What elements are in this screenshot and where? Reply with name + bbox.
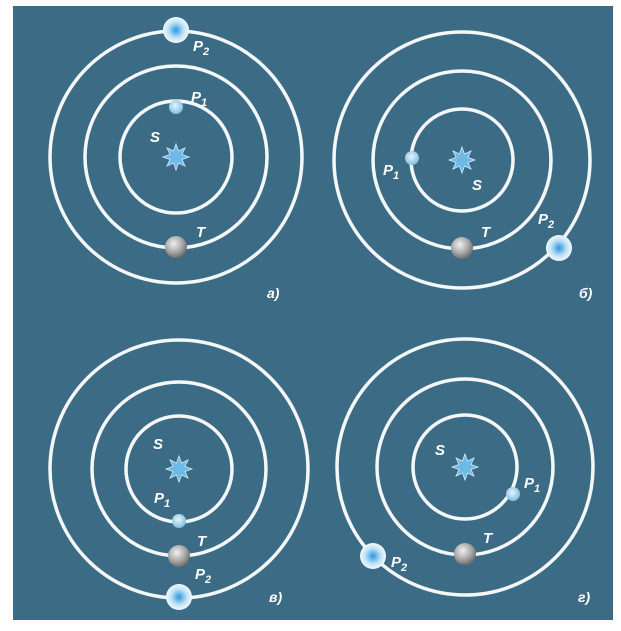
sun-label: S xyxy=(150,129,160,146)
planet-t xyxy=(165,236,187,258)
planet-p1 xyxy=(405,151,419,165)
panel-a-label: а) xyxy=(267,285,280,301)
sun-label: S xyxy=(472,177,482,194)
panel-g-label: г) xyxy=(578,589,590,605)
planet-p1 xyxy=(506,487,520,501)
sun-label: S xyxy=(153,436,163,453)
planet-p2 xyxy=(546,235,572,261)
sun-icon xyxy=(452,454,478,480)
sun-icon xyxy=(166,456,192,482)
diagram-background xyxy=(13,6,613,620)
sun-icon xyxy=(163,144,189,170)
panel-v-label: в) xyxy=(269,589,282,605)
planet-p2 xyxy=(166,584,192,610)
planet-p2 xyxy=(163,17,189,43)
planet-t xyxy=(451,237,473,259)
planet-p2 xyxy=(360,543,386,569)
sun-icon xyxy=(449,147,475,173)
planet-p1 xyxy=(172,514,186,528)
planet-p1 xyxy=(169,100,183,114)
planet-t xyxy=(168,545,190,567)
sun-label: S xyxy=(435,442,445,459)
panel-b-label: б) xyxy=(579,285,593,301)
planet-t xyxy=(454,543,476,565)
